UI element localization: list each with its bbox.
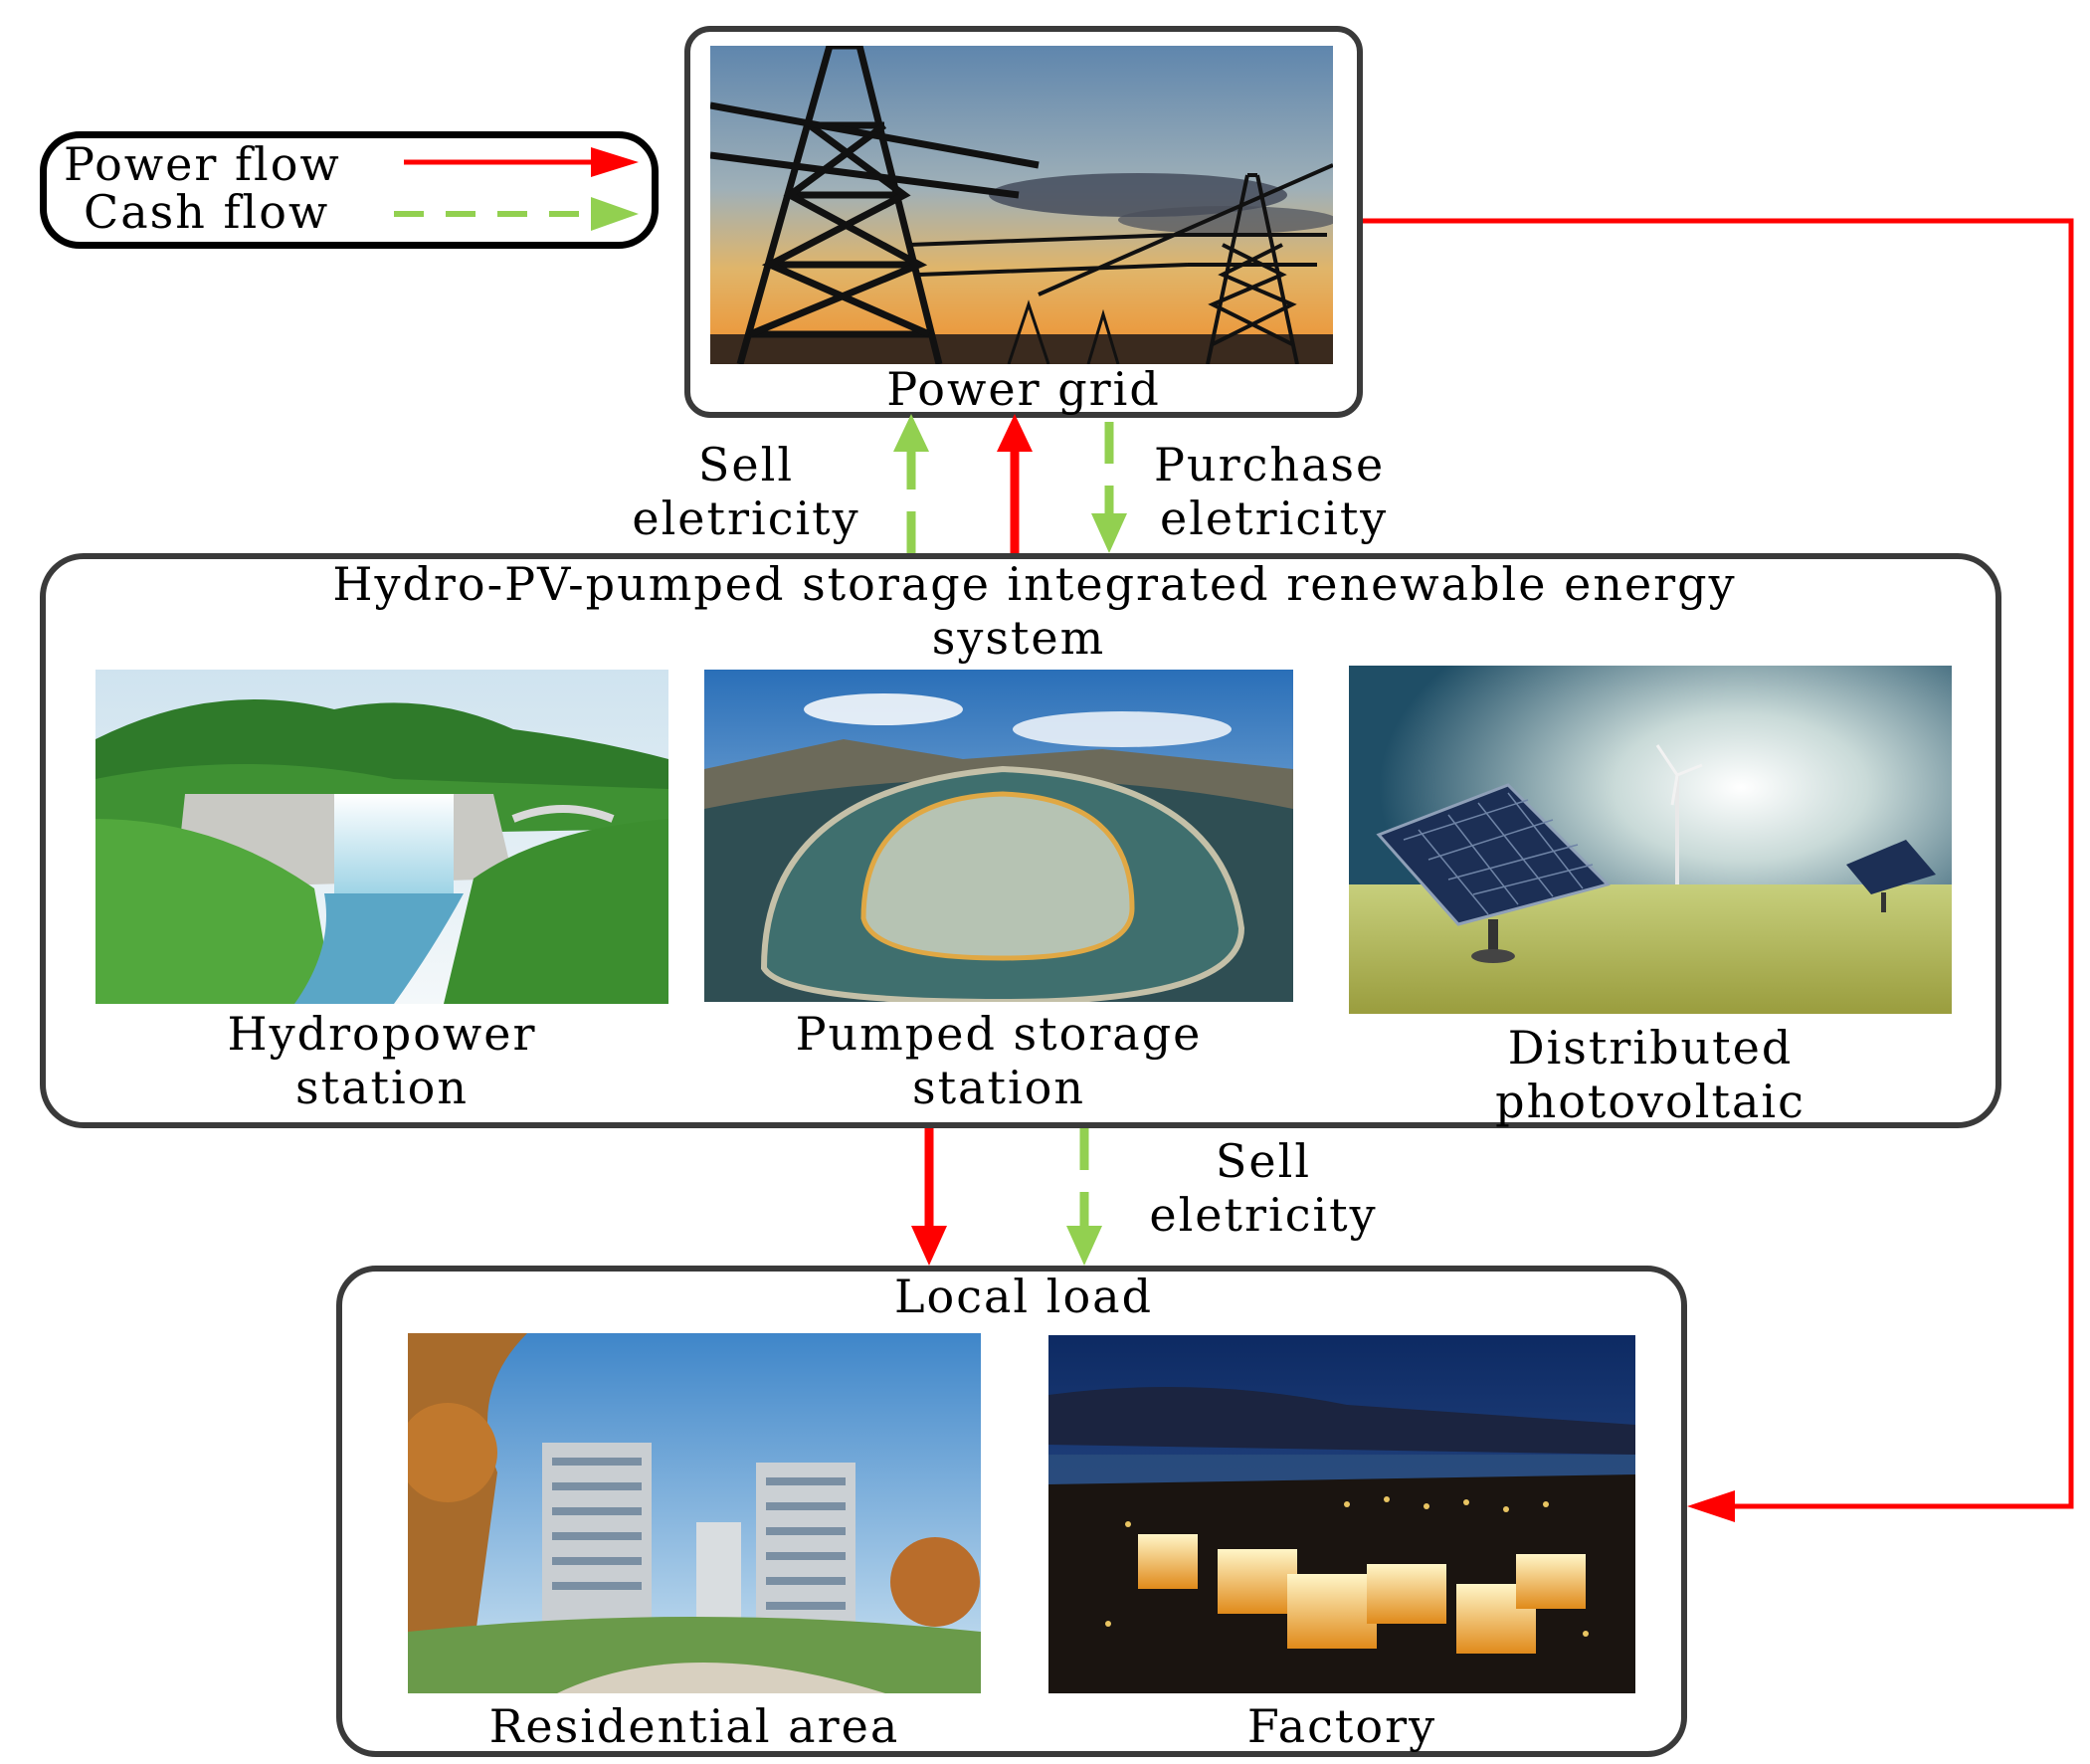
purchase-electricity-label-2: eletricity xyxy=(1160,491,1389,545)
legend-power-flow-label: Power flow xyxy=(64,137,341,191)
sell-electricity-label-bottom-1: Sell xyxy=(1215,1134,1312,1188)
photovoltaic-photo xyxy=(1349,666,1952,1014)
hydropower-photo xyxy=(95,670,668,1004)
factory-label: Factory xyxy=(1246,1699,1437,1753)
purchase-cash-arrow-down xyxy=(1091,422,1127,553)
system-title-line-1: Hydro-PV-pumped storage integrated renew… xyxy=(332,557,1737,611)
power-arrow-to-local-load xyxy=(911,1128,947,1266)
power-arrow-grid-to-local-load xyxy=(1363,218,2074,1522)
purchase-electricity-label-1: Purchase xyxy=(1154,438,1386,491)
sell-electricity-label-top-2: eletricity xyxy=(632,491,860,545)
hydropower-label-1: Hydropower xyxy=(227,1007,537,1061)
legend-cash-arrow xyxy=(394,197,639,231)
pumped-storage-label-2: station xyxy=(911,1061,1086,1114)
hydropower-label-2: station xyxy=(294,1061,470,1114)
pumped-storage-label-1: Pumped storage xyxy=(795,1007,1203,1061)
local-load-title: Local load xyxy=(893,1270,1154,1323)
photovoltaic-label-2: photovoltaic xyxy=(1495,1075,1805,1128)
residential-area-photo xyxy=(408,1333,981,1693)
factory-photo xyxy=(1048,1335,1635,1693)
sell-cash-arrow-to-local-load xyxy=(1066,1128,1102,1266)
legend-cash-flow-label: Cash flow xyxy=(84,185,330,239)
photovoltaic-label-1: Distributed xyxy=(1507,1021,1794,1075)
power-arrow-to-grid xyxy=(997,414,1033,553)
sell-cash-arrow-up xyxy=(893,414,929,553)
legend-box xyxy=(40,131,659,249)
pumped-storage-photo xyxy=(704,670,1293,1002)
residential-area-label: Residential area xyxy=(488,1699,900,1753)
system-title-line-2: system xyxy=(931,611,1106,665)
sell-electricity-label-top-1: Sell xyxy=(697,438,795,491)
power-grid-label: Power grid xyxy=(886,362,1161,416)
sell-electricity-label-bottom-2: eletricity xyxy=(1149,1188,1378,1242)
power-grid-photo xyxy=(710,46,1333,364)
legend-power-arrow xyxy=(404,147,639,177)
